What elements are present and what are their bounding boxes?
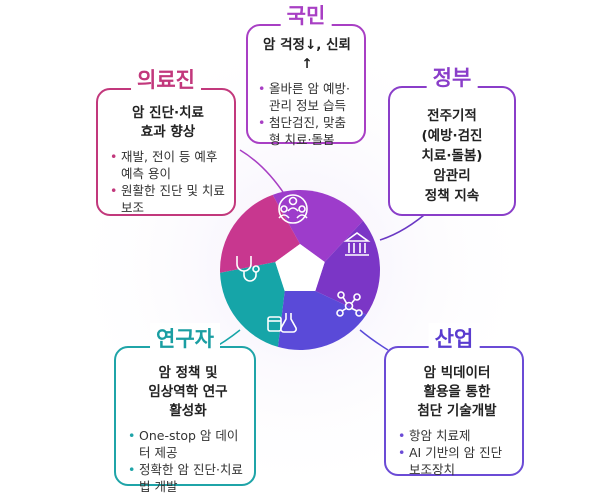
list-item: 항암 치료제 — [398, 427, 516, 444]
list-item: 원활한 진단 및 치료 보조 — [110, 182, 226, 216]
industry-subtitle-line: 활용을 통한 — [423, 384, 491, 400]
researcher-box: 암 정책 및 임상역학 연구 활성화 One-stop 암 데이터 제공 정확한… — [114, 346, 256, 494]
connector-citizen — [239, 149, 286, 196]
researcher-title: 연구자 — [150, 323, 220, 353]
stethoscope-icon — [236, 256, 260, 282]
industry-subtitle: 암 빅데이터 활용을 통한 첨단 기술개발 — [398, 364, 516, 421]
industry-list: 항암 치료제 AI 기반의 암 진단 보조장치 — [398, 427, 516, 478]
lab-icon — [267, 313, 297, 333]
list-item: 올바른 암 예방·관리 정보 습득 — [258, 80, 356, 114]
list-item: One-stop 암 데이터 제공 — [128, 427, 248, 461]
government-subtitle-line: 암관리 — [433, 168, 471, 184]
government-building-icon — [343, 232, 371, 256]
industry-subtitle-line: 암 빅데이터 — [423, 365, 491, 381]
government-title: 정부 — [426, 62, 478, 92]
list-item: 재발, 전이 등 예후 예측 용이 — [110, 148, 226, 182]
network-icon — [336, 291, 363, 317]
government-subtitle-line: (예방·검진 — [421, 128, 483, 144]
medical-box: 암 진단·치료 효과 향상 재발, 전이 등 예후 예측 용이 원활한 진단 및… — [96, 88, 236, 216]
list-item: 첨단검진, 맞춤형 치료·돌봄 — [258, 114, 356, 148]
researcher-subtitle-line: 임상역학 연구 — [148, 384, 228, 400]
citizen-list: 올바른 암 예방·관리 정보 습득 첨단검진, 맞춤형 치료·돌봄 — [258, 80, 356, 148]
wheel — [220, 189, 380, 350]
medical-subtitle-line: 효과 향상 — [140, 124, 196, 140]
list-item: 정확한 암 진단·치료법 개발 — [128, 461, 248, 495]
researcher-list: One-stop 암 데이터 제공 정확한 암 진단·치료법 개발 — [128, 427, 248, 495]
citizen-box: 암 걱정↓, 신뢰↑ 올바른 암 예방·관리 정보 습득 첨단검진, 맞춤형 치… — [246, 24, 366, 147]
government-subtitle-line: 전주기적 — [427, 108, 477, 124]
industry-title: 산업 — [428, 323, 480, 353]
segment-industry — [277, 291, 367, 350]
researcher-subtitle-line: 활성화 — [169, 403, 207, 419]
medical-subtitle-line: 암 진단·치료 — [132, 105, 204, 121]
government-box: 전주기적 (예방·검진 치료·돌봄) 암관리 정책 지속 — [388, 86, 516, 216]
connector-industry — [359, 329, 389, 351]
government-subtitle: 전주기적 (예방·검진 치료·돌봄) 암관리 정책 지속 — [396, 106, 508, 206]
industry-box: 암 빅데이터 활용을 통한 첨단 기술개발 항암 치료제 AI 기반의 암 진단… — [384, 346, 524, 478]
medical-title: 의료진 — [131, 64, 201, 94]
center-pentagon — [275, 244, 325, 292]
citizen-title: 국민 — [280, 0, 332, 30]
government-subtitle-line: 치료·돌봄) — [421, 148, 483, 164]
researcher-subtitle: 암 정책 및 임상역학 연구 활성화 — [128, 364, 248, 421]
people-icon — [278, 194, 308, 224]
segment-government — [315, 220, 380, 315]
medical-list: 재발, 전이 등 예후 예측 용이 원활한 진단 및 치료 보조 — [110, 148, 226, 216]
industry-subtitle-line: 첨단 기술개발 — [417, 403, 497, 419]
medical-subtitle: 암 진단·치료 효과 향상 — [110, 104, 226, 142]
citizen-subtitle: 암 걱정↓, 신뢰↑ — [263, 37, 351, 72]
government-subtitle-line: 정책 지속 — [424, 188, 480, 204]
list-item: AI 기반의 암 진단 보조장치 — [398, 444, 516, 478]
researcher-subtitle-line: 암 정책 및 — [158, 365, 218, 381]
